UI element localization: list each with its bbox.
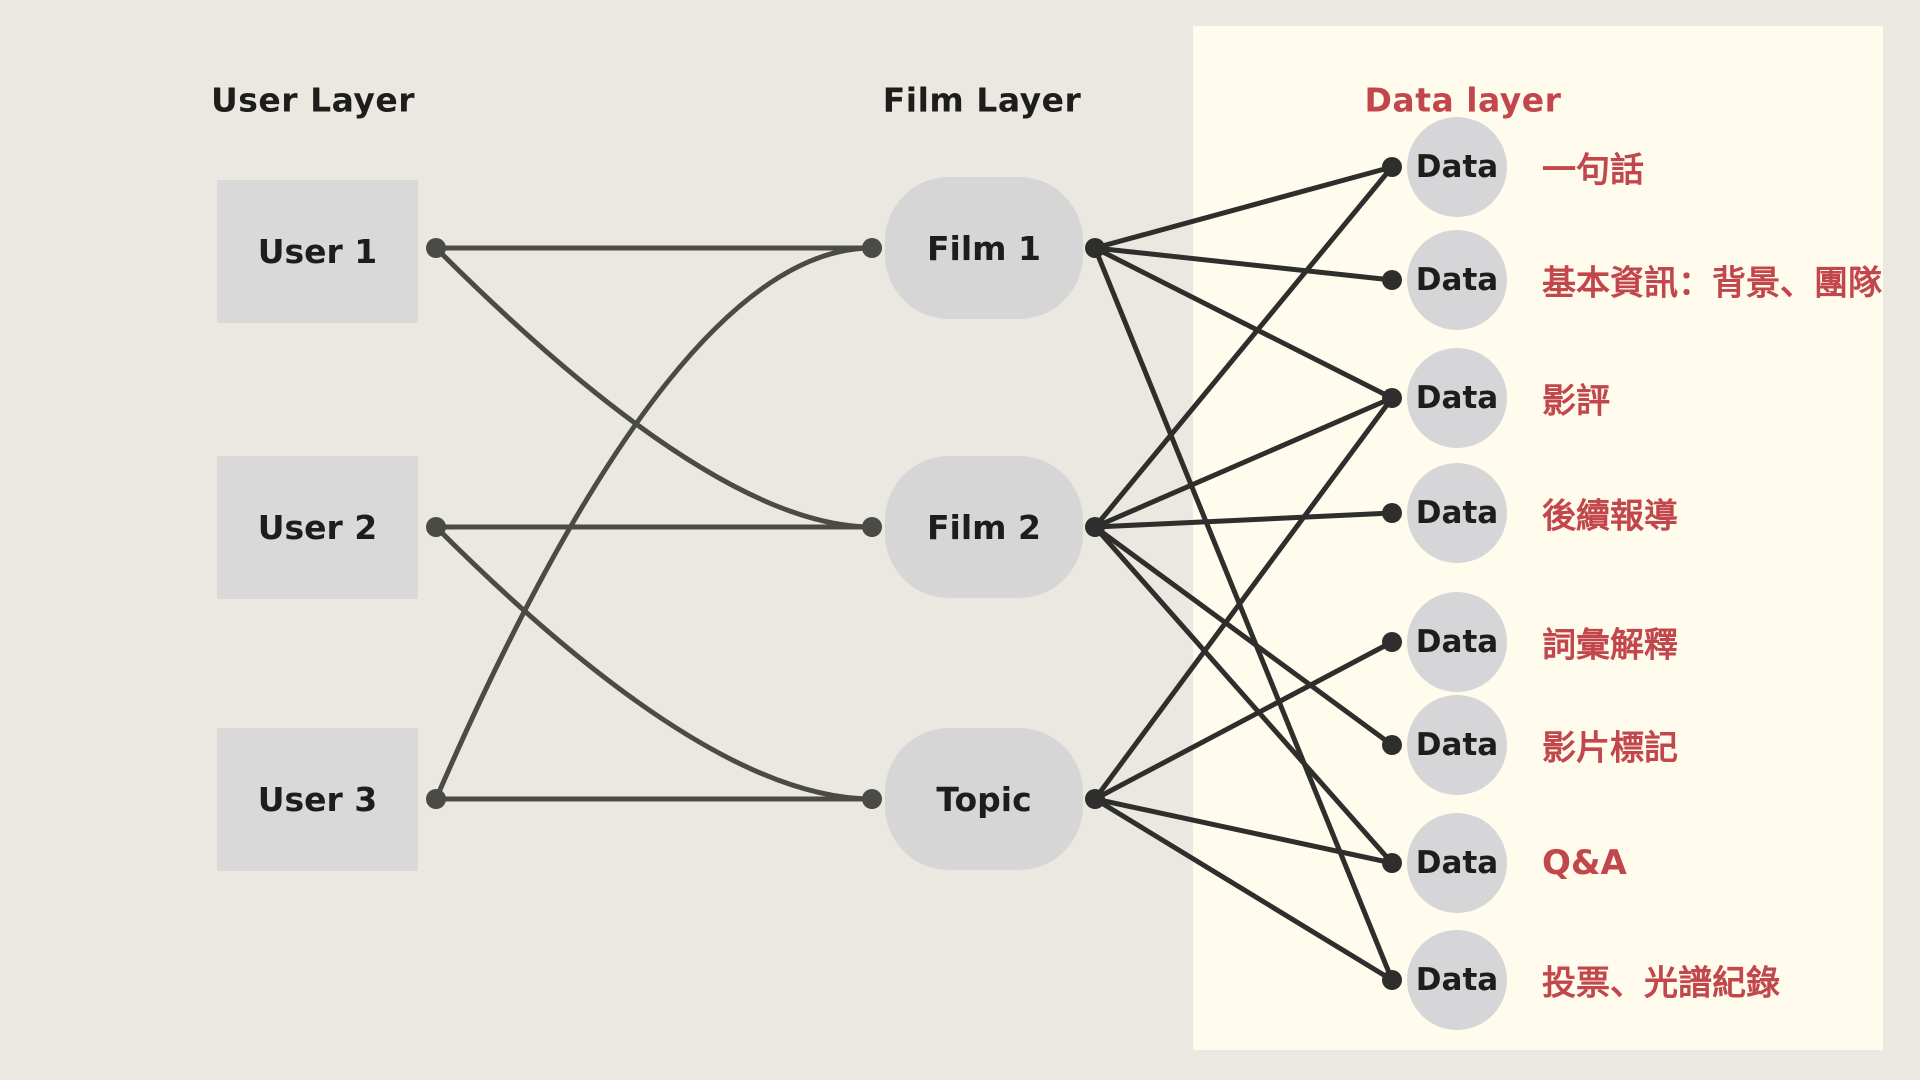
film-2-label: Film 2 [926, 507, 1041, 547]
film-1-label: Film 1 [926, 228, 1041, 268]
dot-film2-right [1085, 517, 1105, 537]
dot-data2 [1382, 270, 1402, 290]
user-layer-header: User Layer [210, 80, 416, 120]
edge-film2-data4 [1094, 510, 1393, 530]
data-node-7-label: Data [1415, 845, 1499, 881]
edge-film2-data1 [1093, 165, 1394, 529]
data-layer-panel [1193, 26, 1883, 1050]
data-desc-1: 一句話 [1542, 150, 1644, 191]
data-desc-2: 基本資訊：背景、團隊 [1542, 263, 1882, 304]
data-node-1-label: Data [1415, 149, 1499, 185]
edge-user3-film1 [433, 245, 873, 800]
data-node-2: Data [1407, 230, 1507, 330]
edge-film2-data3 [1094, 395, 1393, 530]
dot-user3 [426, 789, 446, 809]
edge-topic-data7 [1094, 796, 1393, 866]
data-desc-5: 詞彙解釋 [1542, 625, 1678, 666]
user-2-node: User 2 [217, 456, 418, 599]
user-2-label: User 2 [257, 508, 378, 547]
data-node-3: Data [1407, 348, 1507, 448]
dot-topic-right [1085, 789, 1105, 809]
data-desc-6: 影片標記 [1542, 728, 1678, 769]
topic-label: Topic [936, 779, 1032, 819]
topic-node: Topic [885, 728, 1083, 870]
dot-data3 [1382, 388, 1402, 408]
edge-film2-data6 [1093, 524, 1394, 748]
data-node-6: Data [1407, 695, 1507, 795]
dot-user1 [426, 238, 446, 258]
dot-film1-right [1085, 238, 1105, 258]
edge-film1-data2 [1094, 245, 1393, 283]
film-1-node: Film 1 [885, 177, 1083, 319]
edge-film1-data1 [1094, 164, 1393, 251]
data-layer-header: Data layer [1364, 80, 1562, 120]
user-1-node: User 1 [217, 180, 418, 323]
dot-data6 [1382, 735, 1402, 755]
data-node-3-label: Data [1415, 380, 1499, 416]
data-node-5: Data [1407, 592, 1507, 692]
data-node-5-label: Data [1415, 624, 1499, 660]
film-layer-header: Film Layer [882, 80, 1082, 120]
data-node-2-label: Data [1415, 262, 1499, 298]
user-1-label: User 1 [257, 232, 378, 271]
data-node-7: Data [1407, 813, 1507, 913]
dot-film2-left [862, 517, 882, 537]
edge-topic-data5 [1093, 639, 1394, 802]
data-node-4-label: Data [1415, 495, 1499, 531]
film-2-node: Film 2 [885, 456, 1083, 598]
dot-data5 [1382, 632, 1402, 652]
edge-user1-film2 [434, 246, 873, 530]
edge-user2-topic [434, 525, 873, 802]
dot-data1 [1382, 157, 1402, 177]
dot-user2 [426, 517, 446, 537]
dot-data8 [1382, 970, 1402, 990]
data-node-8-label: Data [1415, 962, 1499, 998]
edge-film1-data8 [1092, 247, 1395, 981]
user-3-label: User 3 [257, 780, 378, 819]
edge-topic-data3 [1092, 396, 1395, 801]
dot-topic-left [862, 789, 882, 809]
edge-topic-data8 [1093, 796, 1394, 983]
dot-film1-left [862, 238, 882, 258]
user-3-node: User 3 [217, 728, 418, 871]
data-node-8: Data [1407, 930, 1507, 1030]
edge-film2-data7 [1093, 525, 1394, 865]
dot-data4 [1382, 503, 1402, 523]
data-desc-4: 後續報導 [1542, 496, 1678, 537]
data-node-4: Data [1407, 463, 1507, 563]
data-desc-8: 投票、光譜紀錄 [1542, 963, 1780, 1004]
data-node-6-label: Data [1415, 727, 1499, 763]
data-node-1: Data [1407, 117, 1507, 217]
edge-film1-data3 [1093, 245, 1394, 401]
data-desc-7: Q&A [1542, 843, 1627, 883]
data-desc-3: 影評 [1542, 381, 1610, 422]
dot-data7 [1382, 853, 1402, 873]
